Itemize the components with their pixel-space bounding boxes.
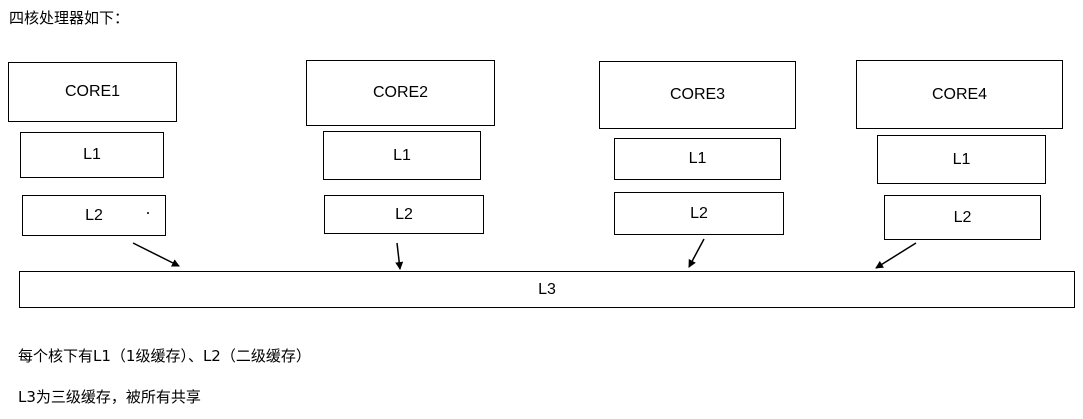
core2-box: CORE2 [306, 60, 495, 126]
arrow-core3-to-l3 [688, 238, 705, 268]
core2-l1-box: L1 [323, 131, 481, 180]
intro-text: 四核处理器如下： [9, 9, 130, 27]
note-line-2: L3为三级缓存，被所有共享 [18, 388, 201, 406]
arrow-core2-to-l3 [395, 242, 404, 270]
arrow-core1-to-l3 [132, 242, 180, 267]
arrow-core4-to-l3 [875, 242, 917, 269]
core3-box: CORE3 [599, 61, 796, 129]
core3-l1-box: L1 [614, 138, 781, 180]
core1-box: CORE1 [8, 62, 177, 122]
core1-l1-box: L1 [20, 132, 164, 178]
core4-box: CORE4 [856, 60, 1063, 129]
l3-box: L3 [19, 271, 1075, 308]
core2-l2-box: L2 [324, 195, 484, 234]
note-line-1: 每个核下有L1（1级缓存）、L2（二级缓存） [18, 347, 311, 365]
core4-l2-box: L2 [884, 195, 1041, 240]
core3-l2-box: L2 [614, 192, 784, 235]
core1-l2-box: L2 [22, 195, 166, 236]
core4-l1-box: L1 [877, 135, 1046, 184]
stray-dot [147, 212, 149, 214]
